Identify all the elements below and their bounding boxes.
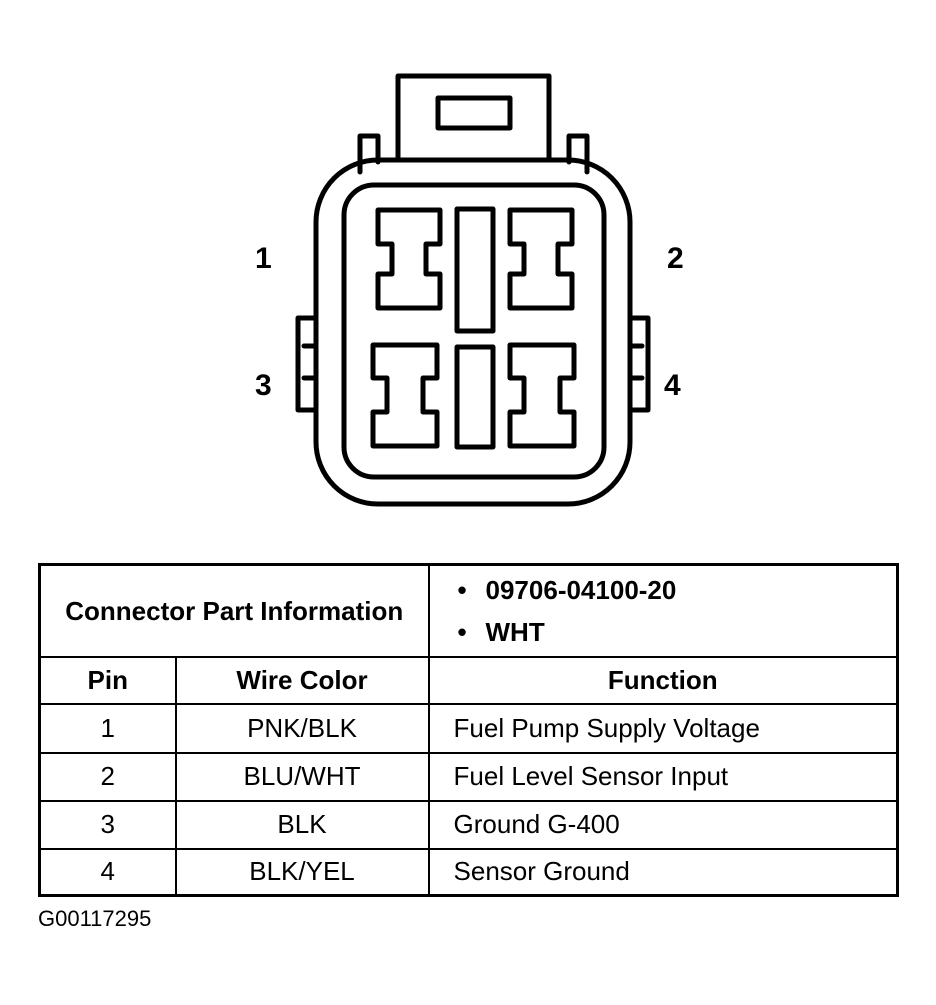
header-pin: Pin — [38, 655, 177, 705]
center-rib-top — [454, 206, 496, 334]
side-rib-right — [627, 315, 651, 413]
connector-face-diagram: 1 2 3 4 — [255, 73, 684, 507]
latch-right — [566, 133, 590, 175]
wire-color-cell: BLU/WHT — [174, 751, 430, 802]
terminal-cavity-pin-4 — [507, 342, 577, 449]
connector-part-info-label: Connector Part Information — [38, 563, 430, 658]
header-function: Function — [427, 655, 899, 705]
pin-label-2: 2 — [667, 242, 684, 275]
part-number: 09706-04100-20 — [458, 569, 897, 611]
connector-info-table: Connector Part Information 09706-04100-2… — [38, 563, 900, 897]
locking-tab — [395, 73, 552, 163]
part-info-row: Connector Part Information 09706-04100-2… — [38, 563, 899, 658]
terminal-cavity-pin-2 — [507, 207, 575, 311]
table-header-row: Pin Wire Color Function — [38, 655, 899, 705]
figure-id: G00117295 — [38, 906, 152, 931]
terminal-cavity-pin-3 — [370, 342, 440, 449]
pin-label-1: 1 — [255, 242, 272, 275]
header-wire-color: Wire Color — [174, 655, 430, 705]
pin-cell: 4 — [38, 847, 177, 897]
center-rib-bottom — [454, 344, 496, 450]
pin-cell: 3 — [38, 799, 177, 850]
connector-housing-outer — [313, 157, 633, 507]
side-rib-left — [295, 315, 319, 413]
function-cell: Sensor Ground — [427, 847, 899, 897]
table-row: 4 BLK/YEL Sensor Ground — [38, 847, 899, 897]
function-cell: Ground G-400 — [427, 799, 899, 850]
pin-label-3: 3 — [255, 369, 272, 402]
connector-color: WHT — [458, 611, 897, 653]
latch-left — [357, 133, 381, 175]
wire-color-cell: BLK — [174, 799, 430, 850]
wire-color-cell: BLK/YEL — [174, 847, 430, 897]
connector-part-info-values: 09706-04100-20 WHT — [427, 563, 899, 658]
pin-cell: 2 — [38, 751, 177, 802]
wire-color-cell: PNK/BLK — [174, 702, 430, 754]
table-row: 1 PNK/BLK Fuel Pump Supply Voltage — [38, 702, 899, 754]
pin-label-4: 4 — [664, 369, 681, 402]
function-cell: Fuel Pump Supply Voltage — [427, 702, 899, 754]
table-row: 2 BLU/WHT Fuel Level Sensor Input — [38, 751, 899, 802]
table-row: 3 BLK Ground G-400 — [38, 799, 899, 850]
terminal-cavity-pin-1 — [375, 207, 443, 311]
function-cell: Fuel Level Sensor Input — [427, 751, 899, 802]
pin-cell: 1 — [38, 702, 177, 754]
connector-housing-inner — [341, 182, 607, 480]
